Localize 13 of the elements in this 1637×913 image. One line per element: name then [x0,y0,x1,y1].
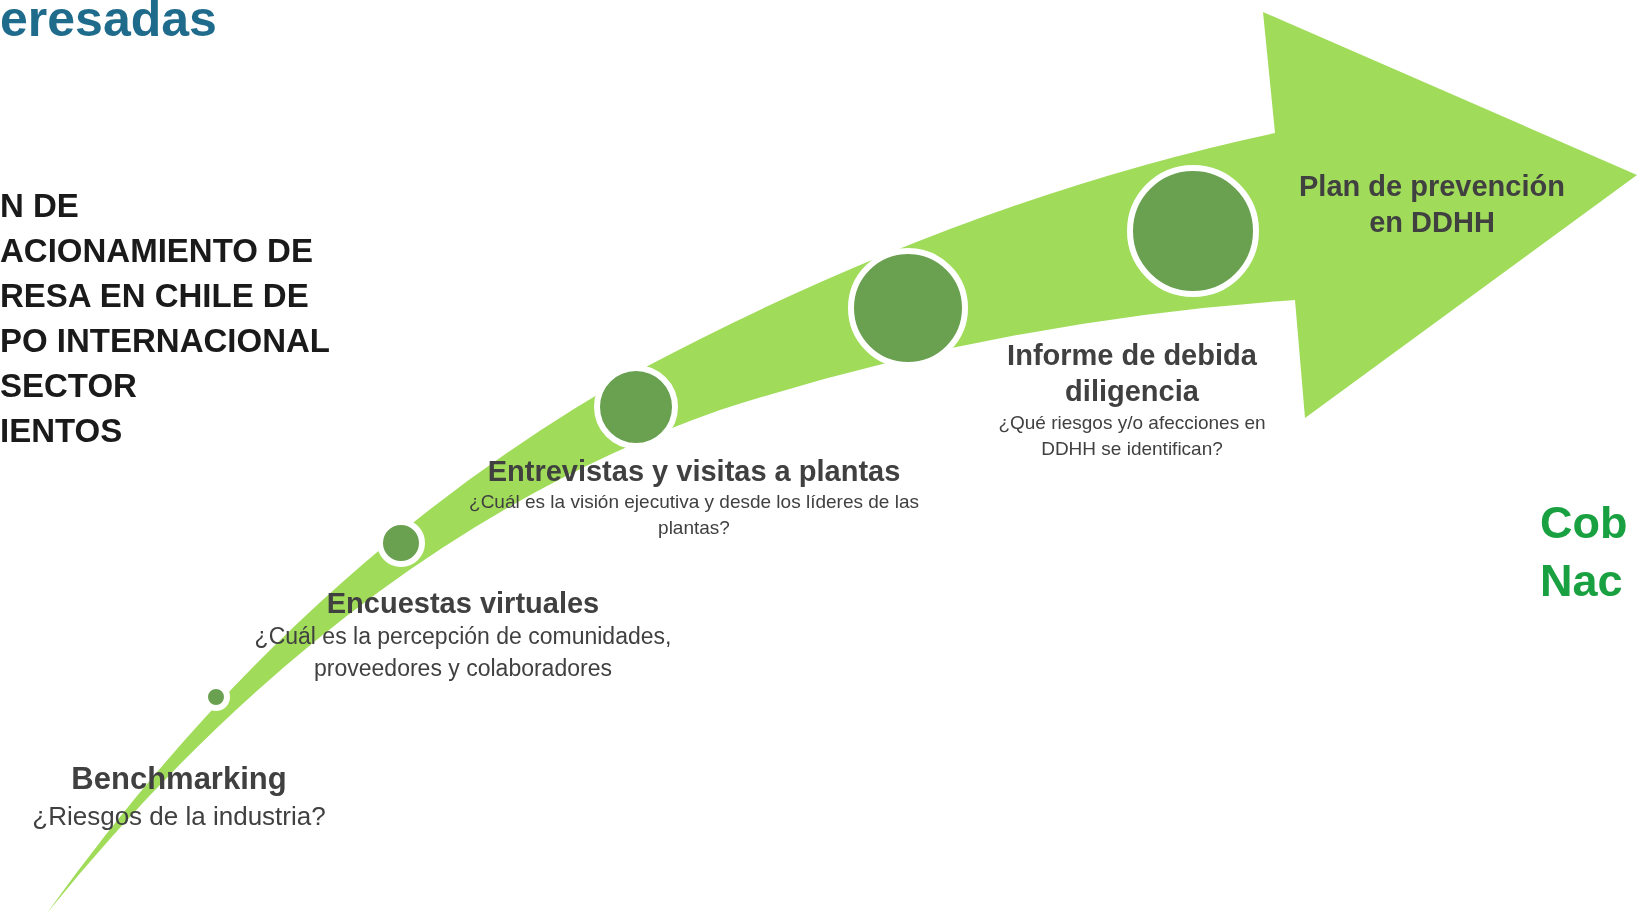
heading-line: ACIONAMIENTO DE [0,231,314,271]
step-title: Informe de debida diligencia [1006,338,1258,410]
step-question: ¿Qué riesgos y/o afecciones en DDHH se identifican? [997,410,1267,461]
heading-fragment: Nac [1540,554,1624,608]
heading-line: N DE [0,186,80,226]
heading-fragment: Cob [1540,496,1628,550]
step-title: Plan de prevención en DDHH [1298,169,1566,241]
step-question: ¿Cuál es la visión ejecutiva y desde los líderes de las plantas? [468,490,920,541]
heading-line: IENTOS [0,411,124,451]
heading-line: RESA EN CHILE DE [0,276,310,316]
heading-line: SECTOR [0,366,138,406]
title-fragment: eresadas [0,0,217,44]
heading-line: PO INTERNACIONAL [0,321,330,361]
